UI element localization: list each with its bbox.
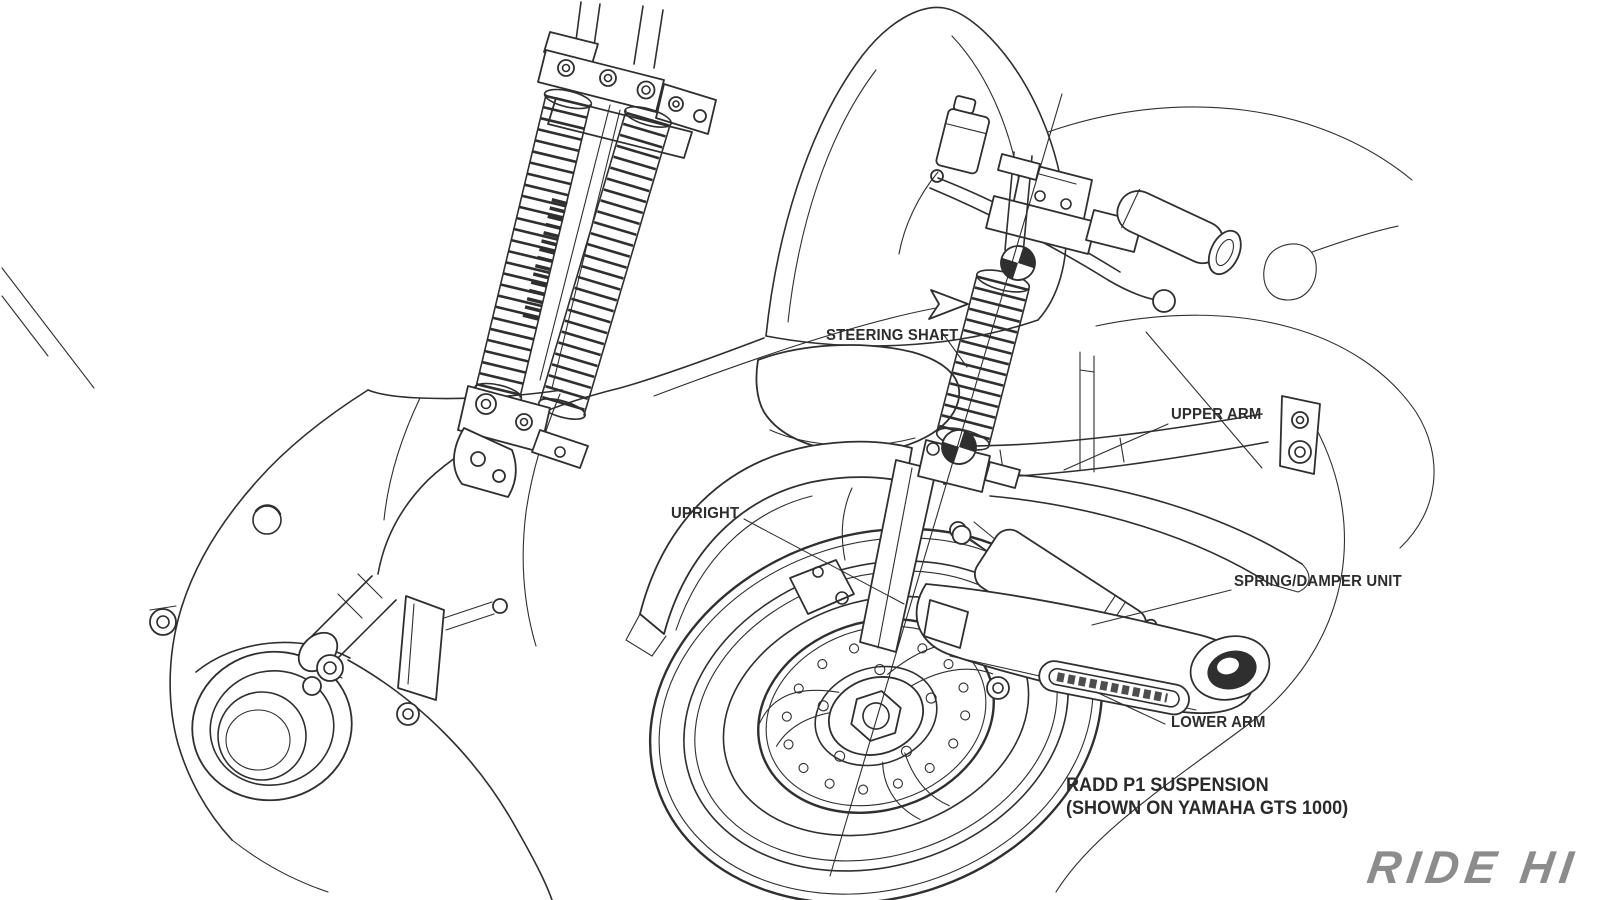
frame-beams xyxy=(990,332,1309,592)
steering-axis-line xyxy=(830,94,1062,876)
target-marker-upper xyxy=(997,242,1040,285)
steering-assembly xyxy=(899,94,1247,492)
caption-line-2: (SHOWN ON YAMAHA GTS 1000) xyxy=(1066,798,1349,820)
leader-spring-damper xyxy=(1092,590,1231,625)
leader-upper-arm xyxy=(1064,424,1168,470)
steering-shaft-arrowhead xyxy=(929,290,968,319)
ridehi-watermark: RIDE HI xyxy=(1364,841,1583,893)
leader-upright xyxy=(744,519,904,604)
label-steering-shaft: STEERING SHAFT xyxy=(826,327,959,344)
background-lines xyxy=(2,268,94,388)
left-detail-view xyxy=(150,2,764,900)
disc-holes xyxy=(761,614,991,817)
front-fender xyxy=(626,442,912,656)
label-spring-damper: SPRING/DAMPER UNIT xyxy=(1234,573,1402,590)
bodywork-curves xyxy=(1048,107,1434,892)
diagram-caption: RADD P1 SUSPENSION (SHOWN ON YAMAHA GTS … xyxy=(1066,774,1348,820)
brake-caliper xyxy=(790,488,854,614)
label-upright: UPRIGHT xyxy=(671,505,740,522)
label-lower-arm: LOWER ARM xyxy=(1171,714,1266,731)
caption-line-1: RADD P1 SUSPENSION xyxy=(1066,775,1269,796)
target-marker-lower xyxy=(938,426,981,469)
leader-steering-shaft xyxy=(941,331,967,367)
steering-shaft-arrow-tail xyxy=(654,308,936,396)
label-upper-arm: UPPER ARM xyxy=(1171,406,1262,423)
lower-arm-assembly xyxy=(917,584,1277,717)
callout-leaders xyxy=(654,290,1231,724)
leader-lower-arm xyxy=(1096,692,1165,724)
